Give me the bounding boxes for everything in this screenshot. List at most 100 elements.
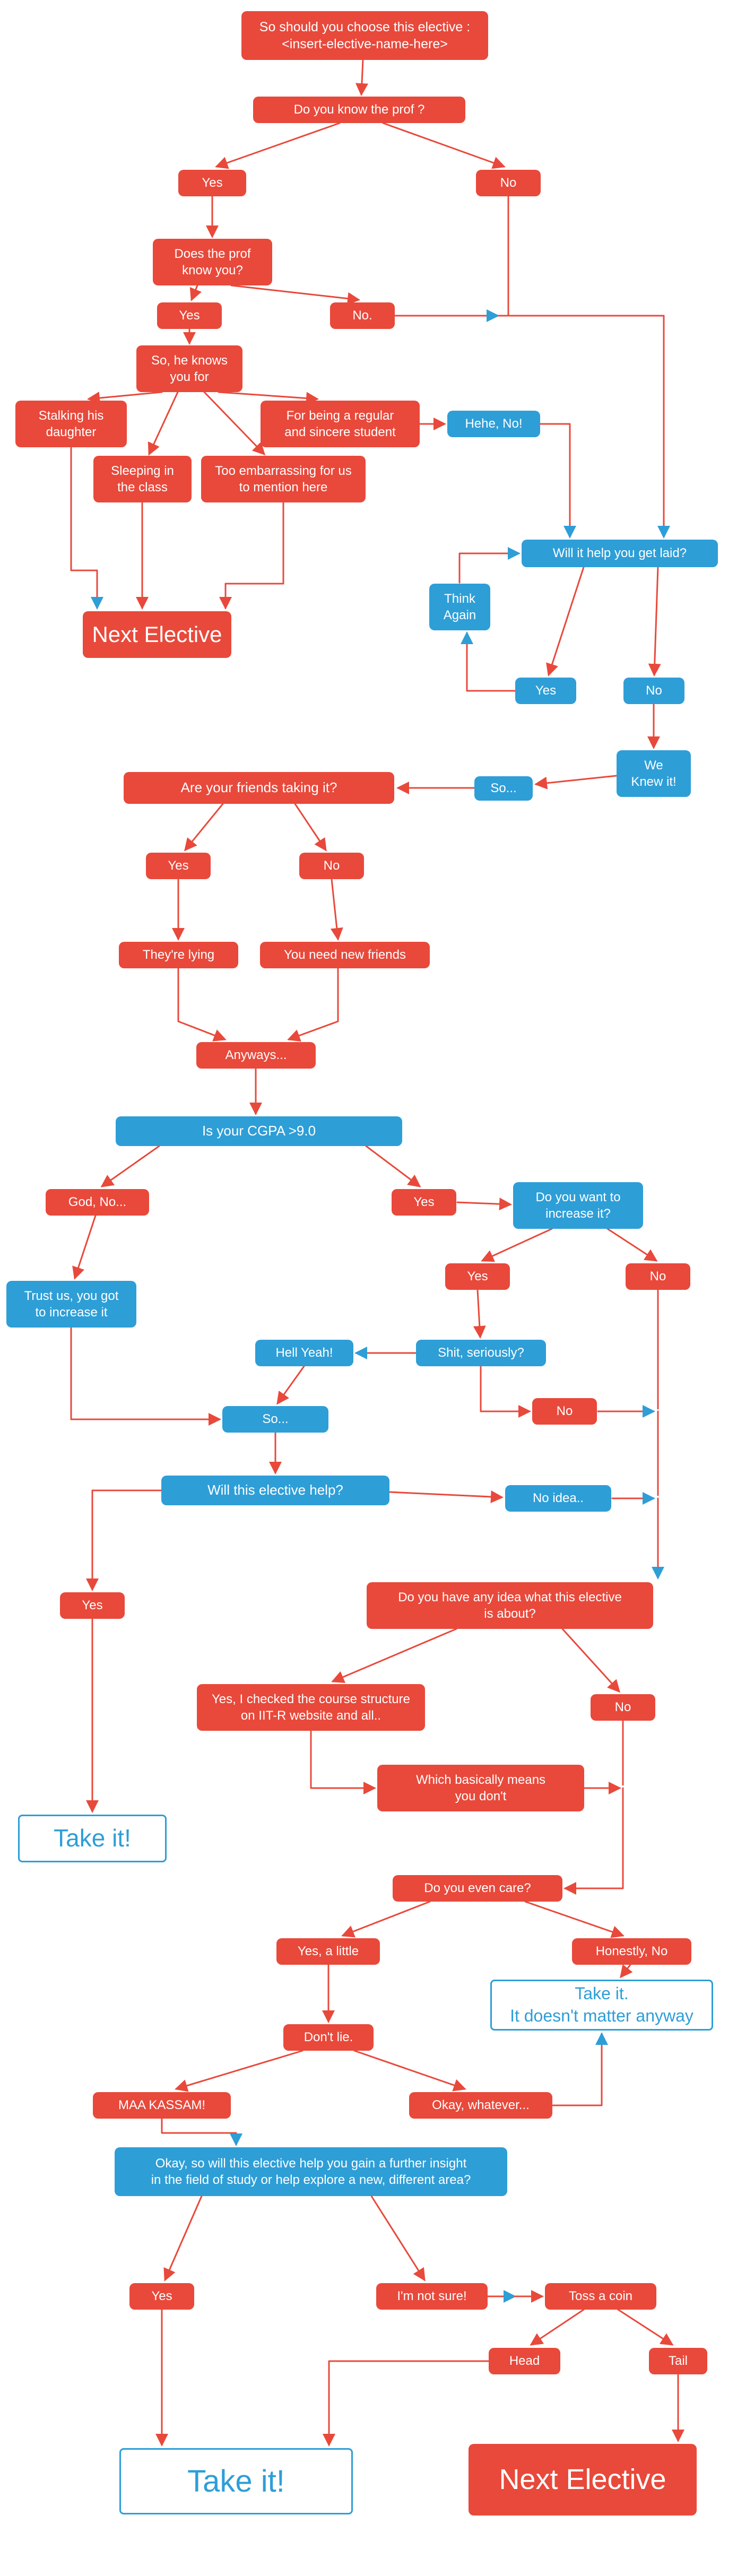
node-yes-blue1: Yes [515,678,576,704]
connector-shit_seriously-no5 [480,1365,531,1418]
connector-prof_know_you-yes2 [189,284,202,301]
connector-knows_you_for-stalking [87,391,163,404]
connector-honestly_no-take_it_2 [620,1964,633,1979]
node-maa-kassam: MAA KASSAM! [93,2092,231,2119]
node-take-it-2: Take it. It doesn't matter anyway [490,1980,713,2031]
connector-trust_us-so2 [70,1326,221,1426]
connector-theyre_lying-anyways [177,967,227,1042]
node-take-it-1: Take it! [18,1815,167,1862]
connector-even_care-honestly_no [524,1901,625,1938]
node-no2: No. [330,302,395,329]
connector-dont_lie-maa_kassam [175,2050,304,2092]
node-no-idea: No idea.. [505,1485,611,1512]
node-yes-little: Yes, a little [276,1938,380,1965]
node-no1: No [476,170,541,196]
connector-big_q-yes7 [163,2195,203,2282]
node-prof-know-you: Does the prof know you? [153,239,272,285]
connector-god_no-trust_us [72,1215,97,1280]
connector-checked-basically [310,1730,376,1794]
connector-elective_help-yes6 [86,1489,162,1591]
node-no4: No [626,1263,690,1290]
connector-know_prof-no1 [382,122,506,169]
connector-get_laid-yes_blue1 [546,566,585,676]
connector-yes5-shit_seriously [473,1289,486,1339]
connector-even_care-yes_little [341,1901,431,1938]
connector-increase_q-no4 [606,1228,658,1262]
node-so2: So... [222,1406,328,1433]
node-honestly-no: Honestly, No [572,1938,691,1965]
connector-yes4-increase_q [456,1198,512,1211]
node-no-blue1: No [623,678,684,704]
node-think-again: Think Again [429,584,490,630]
node-toss-coin: Toss a coin [545,2283,656,2310]
connector-new_friends-anyways [287,967,339,1042]
connector-friends_taking-no3 [294,803,327,852]
node-dont-lie: Don't lie. [283,2024,374,2051]
node-know-prof: Do you know the prof ? [253,97,465,123]
node-take-it-3: Take it! [119,2448,353,2514]
node-yes2: Yes [157,302,222,329]
connector-head-take_it_3 [323,2360,490,2447]
connector-any_idea-no6 [561,1628,621,1693]
connector-hell_yeah-so2 [276,1365,305,1405]
connector-title-know_prof [355,59,368,96]
node-next-elective-1: Next Elective [83,611,231,658]
connector-toss_coin-tail [617,2309,674,2346]
connector-merge3-even_care [563,1787,624,1895]
node-get-laid: Will it help you get laid? [522,540,718,567]
connector-dont_lie-okay_whatever [353,2050,466,2092]
node-trust-us: Trust us, you got to increase it [6,1281,136,1328]
node-no6: No [591,1694,655,1721]
connector-elective_help-no_idea [388,1490,504,1503]
node-okay-whatever: Okay, whatever... [409,2092,552,2119]
connector-stalking-next_elective_1 [70,446,103,610]
connector-embarrassing-next_elective_1 [219,501,284,610]
node-checked-structure: Yes, I checked the course structure on I… [197,1684,425,1731]
node-even-care: Do you even care? [393,1875,562,1902]
node-new-friends: You need new friends [260,942,430,968]
node-theyre-lying: They're lying [119,942,238,968]
connector-okay_whatever-take_it_2 [551,2032,608,2106]
connector-knows_you_for-sleeping [148,391,179,456]
node-embarrassing: Too embarrassing for us to mention here [201,456,366,502]
node-increase-q: Do you want to increase it? [513,1182,643,1229]
connector-prof_know_you-no2 [230,284,360,305]
node-stalking: Stalking his daughter [15,401,127,447]
connector-know_prof-yes1 [215,122,341,169]
connector-think_again-get_laid [458,547,521,584]
node-any-idea: Do you have any idea what this elective … [367,1582,653,1629]
connector-get_laid-no_blue1 [648,566,661,676]
node-basically-means: Which basically means you don't [377,1765,584,1811]
connector-we_knew_it-so1 [534,775,618,790]
node-sleeping: Sleeping in the class [93,456,192,502]
connector-big_q-not_sure [370,2195,426,2282]
node-regular-student: For being a regular and sincere student [261,401,420,447]
node-shit-seriously: Shit, seriously? [416,1340,546,1366]
node-we-knew-it: We Knew it! [617,750,691,797]
node-yes7: Yes [129,2283,194,2310]
node-title: So should you choose this elective : <in… [241,11,488,60]
connector-toss_coin-head [530,2309,585,2346]
connector-cgpa-god_no [100,1145,160,1187]
node-yes4: Yes [392,1189,456,1216]
node-tail: Tail [649,2348,707,2374]
connector-knows_you_for-regular [218,391,319,405]
node-friends-taking: Are your friends taking it? [124,772,394,804]
connector-friends_taking-yes3 [184,803,224,852]
node-next-elective-2: Next Elective [469,2444,697,2516]
node-no5: No [532,1398,597,1425]
node-yes1: Yes [178,170,246,196]
connector-knows_you_for-embarrassing [203,391,266,456]
connector-merge-get_laid [497,315,670,539]
node-hehe-no: Hehe, No! [447,411,540,437]
node-head: Head [489,2348,560,2374]
node-yes3: Yes [146,853,211,879]
connector-maa_kassam-big_q [161,2118,242,2146]
connector-increase_q-yes5 [481,1228,553,1262]
node-god-no: God, No... [46,1189,149,1216]
node-elective-help: Will this elective help? [161,1476,389,1505]
node-anyways: Anyways... [196,1042,316,1069]
node-so1: So... [474,776,533,801]
